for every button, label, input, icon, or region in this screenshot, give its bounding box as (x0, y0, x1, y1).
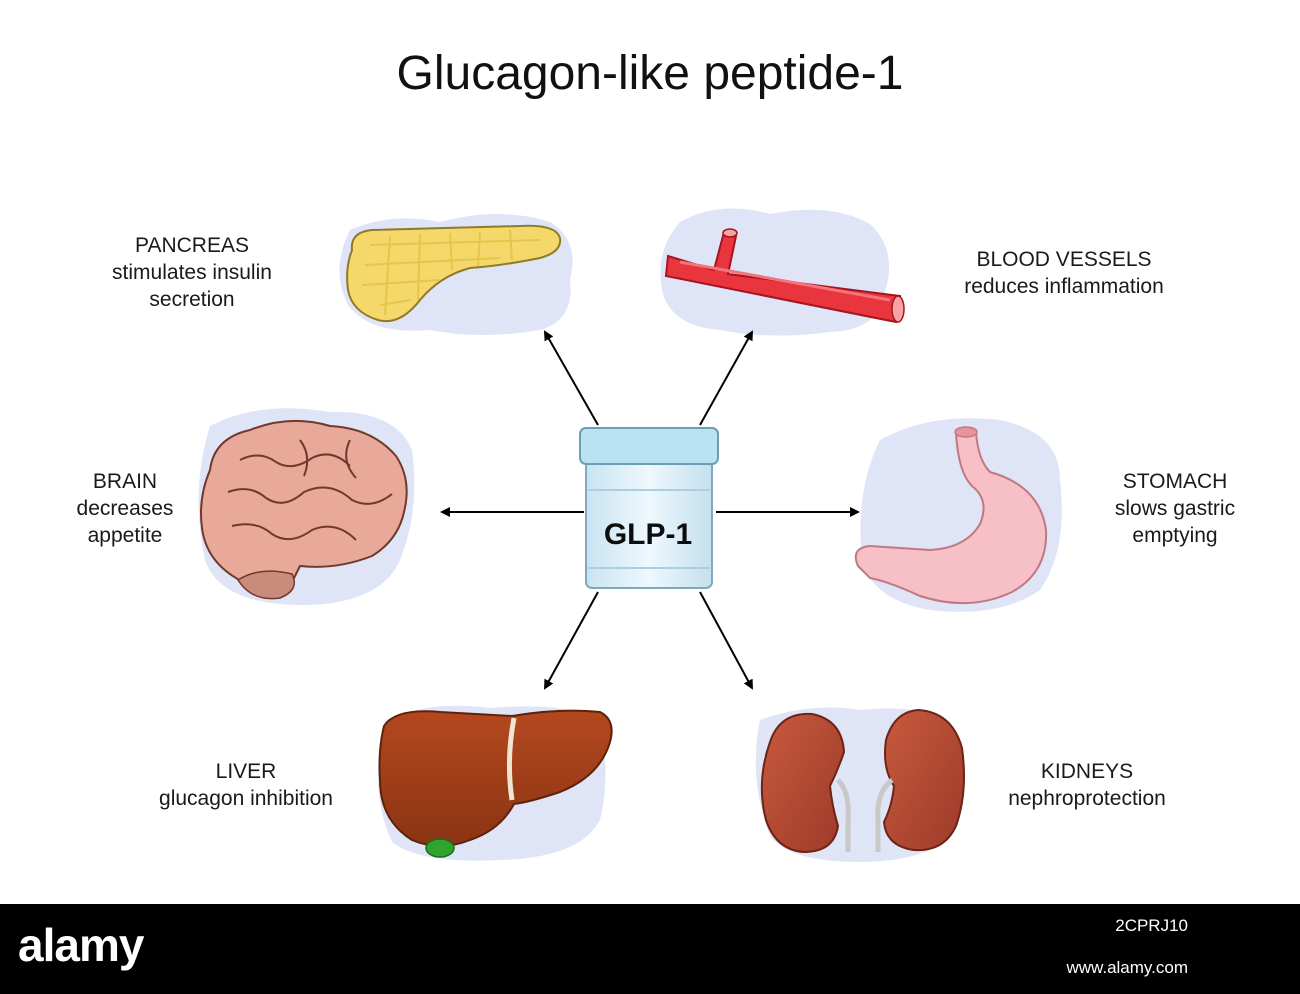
liver-effect: glucagon inhibition (159, 787, 333, 810)
stomach-illustration (854, 426, 1048, 605)
stomach-effect-line-1: slows gastric (1114, 497, 1236, 520)
watermark-footer: alamy 2CPRJ10 www.alamy.com (0, 904, 1300, 994)
stomach-name: STOMACH (1122, 470, 1228, 493)
pancreas-effect-line-1: stimulates insulin (112, 261, 272, 284)
brain-effect-line-1: decreases (76, 497, 174, 520)
glp1-container (579, 427, 719, 589)
kidneys-effect: nephroprotection (1008, 787, 1166, 810)
site-url: www.alamy.com (1066, 958, 1188, 977)
arrow-to-liver (544, 591, 599, 690)
liver-name: LIVER (215, 760, 277, 783)
arrow-to-blood-vessels (699, 330, 753, 426)
brain-label: BRAIN decreases appetite (30, 468, 220, 549)
blood-vessels-label: BLOOD VESSELS reduces inflammation (934, 246, 1194, 300)
diagram-art (198, 208, 1062, 862)
liver-label: LIVER glucagon inhibition (124, 758, 368, 812)
blood-vessels-name: BLOOD VESSELS (976, 248, 1152, 271)
alamy-logo: alamy (18, 919, 144, 971)
kidneys-label: KIDNEYS nephroprotection (980, 758, 1194, 812)
liver-illustration (378, 709, 613, 858)
arrow-to-pancreas (544, 330, 599, 426)
brain-effect-line-2: appetite (87, 524, 163, 547)
pancreas-effect-line-2: secretion (149, 288, 235, 311)
pancreas-illustration (346, 224, 562, 322)
arrow-to-kidneys (699, 591, 753, 690)
stomach-effect-line-2: emptying (1132, 524, 1218, 547)
arrows (440, 330, 860, 690)
kidneys-name: KIDNEYS (1040, 760, 1134, 783)
blood-vessel-illustration (664, 228, 905, 324)
pancreas-name: PANCREAS (135, 234, 249, 257)
pancreas-label: PANCREAS stimulates insulin secretion (62, 232, 322, 313)
blood-vessels-effect: reduces inflammation (964, 275, 1164, 298)
kidneys-illustration (760, 708, 965, 854)
brain-illustration (200, 419, 408, 600)
stomach-label: STOMACH slows gastric emptying (1080, 468, 1270, 549)
stock-image-id: 2CPRJ10 (1115, 916, 1188, 935)
diagram-title: Glucagon-like peptide-1 (396, 47, 904, 100)
glp1-label: GLP-1 (603, 518, 693, 551)
brain-name: BRAIN (92, 470, 158, 493)
diagram: Glucagon-like peptide-1 GLP-1 PANCREAS s… (30, 47, 1270, 862)
